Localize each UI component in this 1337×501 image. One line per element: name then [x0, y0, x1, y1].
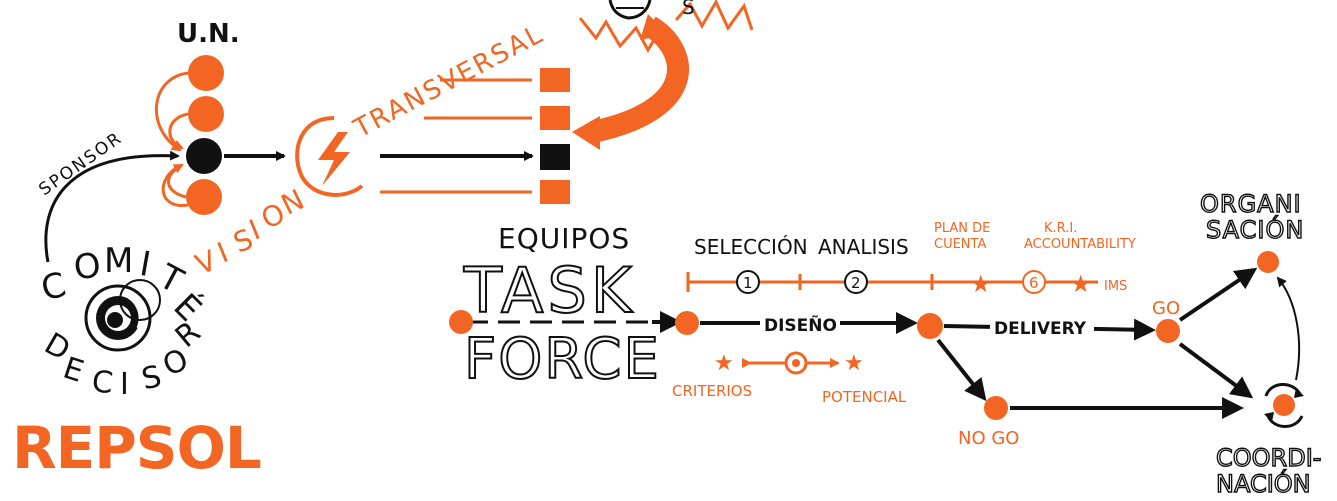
organizacion-node: [1257, 251, 1279, 273]
repsol-logo: REPSOL: [12, 414, 261, 482]
step-1-number: 1: [743, 274, 753, 292]
go-node: [1156, 319, 1180, 343]
timeline: SELECCIÓN ANALISIS PLAN DE CUENTA K.R.I.…: [686, 221, 1136, 298]
go-to-organizacion-arrow: [1178, 267, 1258, 322]
plan-label-line2: CUENTA: [934, 237, 986, 252]
organi-label: ORGANI: [1200, 190, 1302, 218]
un-node-4: [186, 179, 222, 215]
comite-letter: M: [104, 241, 133, 281]
sponsor-label: SPONSOR: [35, 128, 126, 200]
criterios-label: CRITERIOS: [672, 382, 752, 400]
potencial-label: POTENCIAL: [822, 388, 907, 406]
process-flow: DISEÑO DELIVERY GO NO GO ORGANI SACIÓN C…: [449, 189, 1322, 499]
kri-label-line2: ACCOUNTABILITY: [1024, 237, 1136, 252]
un-curve-3: [167, 163, 187, 199]
analisis-label: ANALISIS: [818, 235, 909, 259]
sacion-label: SACIÓN: [1206, 214, 1304, 244]
diseno-label-bg: [760, 312, 840, 334]
coordi-label: COORDI-: [1216, 444, 1321, 472]
criteria-scale: ★ ★ CRITERIOS POTENCIAL: [672, 351, 907, 406]
un-group: U.N.: [155, 19, 286, 215]
feedback-arrowhead-top: [640, 14, 668, 40]
decisor-letter: C: [90, 364, 114, 401]
step-2-badge: 2: [844, 270, 868, 294]
start-node: [449, 310, 473, 334]
feedback-arrowhead-bottom: [572, 116, 600, 150]
decisor-letter: S: [139, 359, 165, 397]
un-node-1: [188, 55, 224, 91]
ims-label: IMS: [1104, 279, 1127, 294]
nacion-label: NACIÓN: [1216, 468, 1311, 498]
seleccion-label: SELECCIÓN: [694, 235, 808, 259]
un-node-center: [186, 138, 222, 174]
un-node-2: [188, 96, 224, 132]
decisor-letter: I: [120, 367, 129, 402]
input-block-4: [540, 180, 570, 204]
delivery-start-node: [917, 313, 943, 339]
star-icon: ★: [714, 351, 734, 376]
un-curve-2: [168, 112, 189, 150]
diseno-start-node: [675, 311, 699, 335]
comite-letter: I: [137, 244, 154, 285]
lightning-icon: [295, 116, 364, 197]
equipos-label: EQUIPOS: [498, 222, 630, 255]
step-6-number: 6: [1029, 274, 1039, 292]
cycle-icon: [1264, 383, 1304, 428]
un-curve-1: [155, 71, 189, 152]
comite-decisor-group: C O M I T É D E C I S O R: [37, 241, 209, 402]
no-go-node: [984, 396, 1008, 420]
step-2-number: 2: [851, 274, 861, 292]
coordinacion-to-organizacion-arrow: [1276, 276, 1301, 381]
delivery-label-bg: [990, 316, 1094, 338]
svg-text:S: S: [682, 0, 695, 19]
comite-letter: C: [37, 265, 70, 310]
input-stack: [380, 14, 689, 204]
transversal-label: TRANSVERSAL: [348, 19, 549, 145]
star-icon: ★: [1070, 270, 1092, 298]
input-block-1: [540, 68, 570, 92]
step-1-badge: 1: [736, 270, 760, 294]
target-icon: [784, 351, 808, 375]
input-block-2: [540, 106, 570, 130]
no-go-branch-arrow: [936, 338, 987, 402]
input-block-3: [540, 144, 570, 170]
step-6-badge: 6: [1022, 270, 1046, 294]
star-icon: ★: [844, 351, 864, 376]
delivery-label: DELIVERY: [994, 319, 1087, 339]
star-icon: ★: [970, 270, 992, 298]
sponsor-arc: [44, 150, 180, 263]
un-curve-4: [161, 164, 189, 207]
go-to-coordinacion-arrow: [1178, 342, 1254, 399]
plan-label-line1: PLAN DE: [934, 221, 990, 236]
task-label: TASK: [463, 254, 635, 327]
comite-letter: O: [72, 246, 103, 289]
no-go-label: NO GO: [958, 428, 1019, 449]
diseno-label: DISEÑO: [764, 313, 837, 336]
force-label: FORCE: [464, 327, 661, 392]
un-label: U.N.: [177, 19, 240, 49]
go-label: GO: [1152, 298, 1180, 319]
eye-icon: [84, 279, 161, 352]
feedback-arrow: [589, 16, 689, 143]
kri-label-line1: K.R.I.: [1044, 221, 1077, 236]
